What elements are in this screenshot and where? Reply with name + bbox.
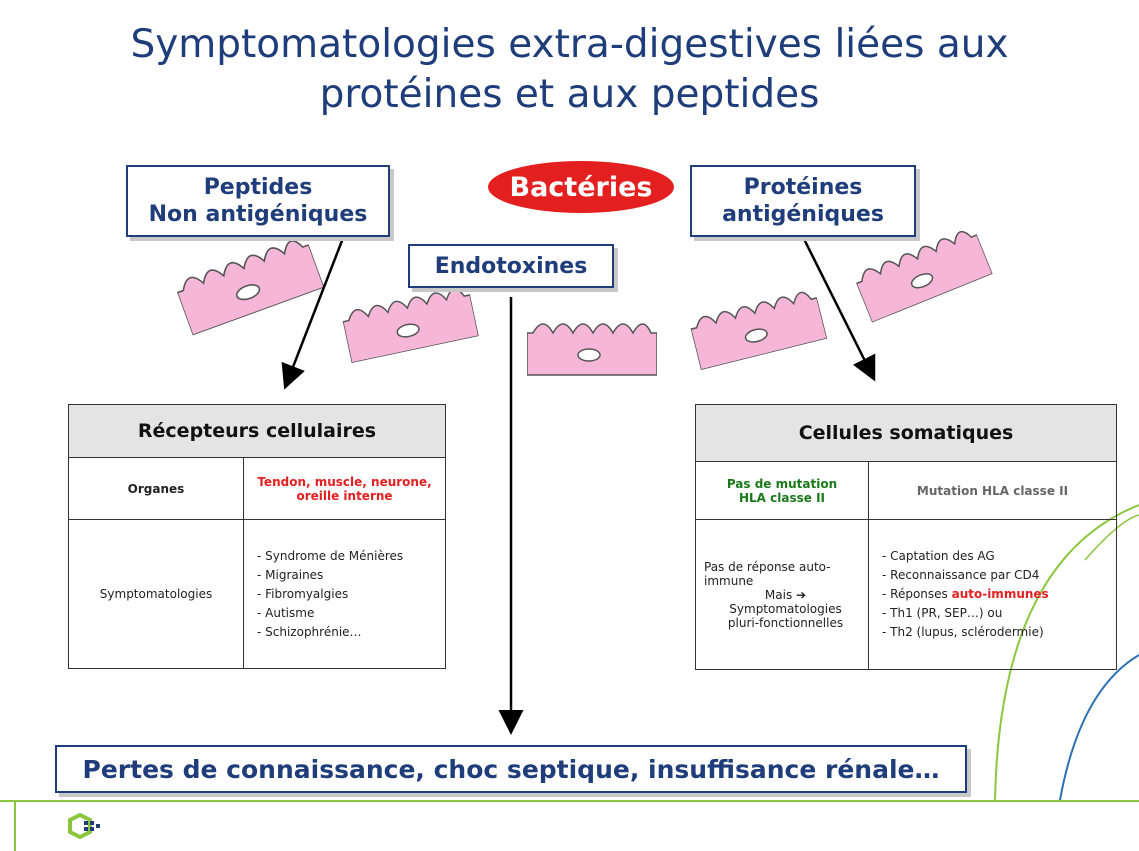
list-item: - Fibromyalgies [257,586,349,601]
symptomatologies-label: Symptomatologies [68,519,244,669]
pas-mutation-head-2: HLA classe II [738,490,825,505]
page-title-line2: protéines et aux peptides [319,72,820,117]
arrow-proteines [801,236,876,382]
pas-mutation-head: Pas de mutation HLA classe II [695,461,869,520]
arrow-peptides [281,232,347,390]
list-item: - Réponses auto-immunes [882,585,1115,604]
list-item: - Schizophrénie… [257,624,362,639]
peptides-label-1: Peptides [203,175,313,200]
pas-mutation-head-1: Pas de mutation [726,476,838,491]
mutation-head: Mutation HLA classe II [868,461,1117,520]
endotoxines-label: Endotoxines [434,253,588,279]
list-item: - Th2 (lupus, sclérodermie) [882,625,1044,639]
bacteries-badge: Bactéries [488,161,674,213]
cell-5 [852,225,993,323]
outcome-banner: Pertes de connaissance, choc septique, i… [55,745,967,793]
proteines-box: Protéines antigéniques [690,165,916,237]
recepteurs-table: Récepteurs cellulaires Organes Tendon, m… [68,404,446,669]
cell-3 [527,323,657,376]
proteines-label-1: Protéines [743,175,863,200]
list-item: - Autisme [257,605,315,620]
recepteurs-header: Récepteurs cellulaires [68,404,446,458]
body-line: Pas de réponse auto- [704,559,831,574]
cell-1 [173,234,325,336]
symptomatologies-list: - Syndrome de Ménières - Migraines - Fib… [243,519,446,669]
organes-value: Tendon, muscle, neurone, oreille interne [243,457,446,520]
cellules-header: Cellules somatiques [695,404,1117,462]
list-item: - Reconnaissance par CD4 [882,568,1040,582]
list-item: - Th1 (PR, SEP…) ou [882,606,1003,620]
endotoxines-box: Endotoxines [408,244,614,288]
list-item: - Syndrome de Ménières [257,548,404,563]
page-title-line1: Symptomatologies extra-digestives liées … [130,22,1009,67]
pas-mutation-body: Pas de réponse auto- immune Mais ➔ Sympt… [695,519,869,670]
reponses-prefix: - Réponses [882,587,952,601]
organes-label: Organes [68,457,244,520]
peptides-label-2: Non antigéniques [148,202,368,227]
mutation-body: - Captation des AG - Reconnaissance par … [868,519,1117,670]
reponses-highlight: auto-immunes [951,587,1049,601]
logo-icon [68,812,100,840]
cellules-table: Cellules somatiques Pas de mutation HLA … [695,404,1117,670]
body-line: Symptomatologies [729,601,842,616]
cell-4 [687,288,828,370]
list-item: - Captation des AG [882,549,995,563]
proteines-label-2: antigéniques [722,202,884,227]
peptides-box: Peptides Non antigéniques [126,165,390,237]
body-line: immune [704,573,754,588]
cell-2 [340,285,479,363]
list-item: - Migraines [257,567,324,582]
body-line: pluri-fonctionnelles [727,615,844,630]
body-line: Mais ➔ [764,587,807,602]
